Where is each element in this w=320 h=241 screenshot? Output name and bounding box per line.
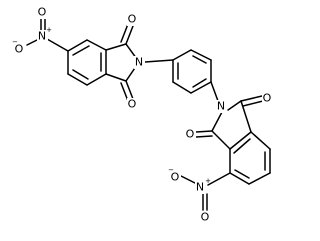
bottom-nitro-bonds — [180, 172, 231, 211]
svg-text:N: N — [217, 100, 225, 113]
top-carbonyl-bonds — [120, 23, 134, 102]
top-benzene-ring — [67, 39, 107, 86]
svg-text:O: O — [201, 211, 210, 224]
svg-text:N: N — [38, 30, 46, 43]
svg-text:O: O — [171, 171, 180, 184]
svg-text:O: O — [128, 98, 137, 111]
atom-label-o-carbonyl-2: O — [127, 98, 138, 111]
svg-text:N: N — [196, 181, 204, 194]
atom-label-o-nitro-bottom-double: O — [200, 211, 211, 224]
atom-label-o-carbonyl-1: O — [127, 13, 138, 26]
svg-text:N: N — [135, 56, 143, 69]
central-benzene-ring — [172, 49, 212, 94]
atom-label-n-nitro-top: N + — [37, 26, 52, 43]
atom-label-n-imide-bottom: N — [216, 100, 227, 113]
atom-label-o-nitro-top-minus: O − — [12, 38, 25, 56]
svg-text:O: O — [38, 6, 47, 19]
bottom-carbonyl-bonds — [195, 95, 264, 138]
atom-label-o-carbonyl-4: O — [185, 128, 196, 141]
atom-label-n-imide-top: N — [134, 56, 145, 69]
svg-text:O: O — [263, 92, 272, 105]
atom-label-o-nitro-bottom-minus: O − — [168, 166, 181, 184]
atom-label-o-carbonyl-3: O — [262, 92, 273, 105]
svg-text:O: O — [186, 128, 195, 141]
svg-text:O: O — [128, 13, 137, 26]
bottom-imide-ring — [211, 100, 252, 150]
positive-charge: + — [46, 26, 52, 34]
atom-label-o-nitro-top-double: O — [37, 6, 48, 19]
bottom-benzene-ring — [229, 131, 271, 185]
svg-text:O: O — [15, 43, 24, 56]
structure-diagram: O − N + O O N O N O O O − N — [12, 6, 273, 224]
atom-label-n-nitro-bottom: N + — [195, 177, 211, 194]
negative-charge: − — [168, 166, 174, 174]
positive-charge: + — [205, 177, 211, 185]
negative-charge: − — [12, 38, 18, 46]
linker-bonds — [144, 59, 219, 102]
